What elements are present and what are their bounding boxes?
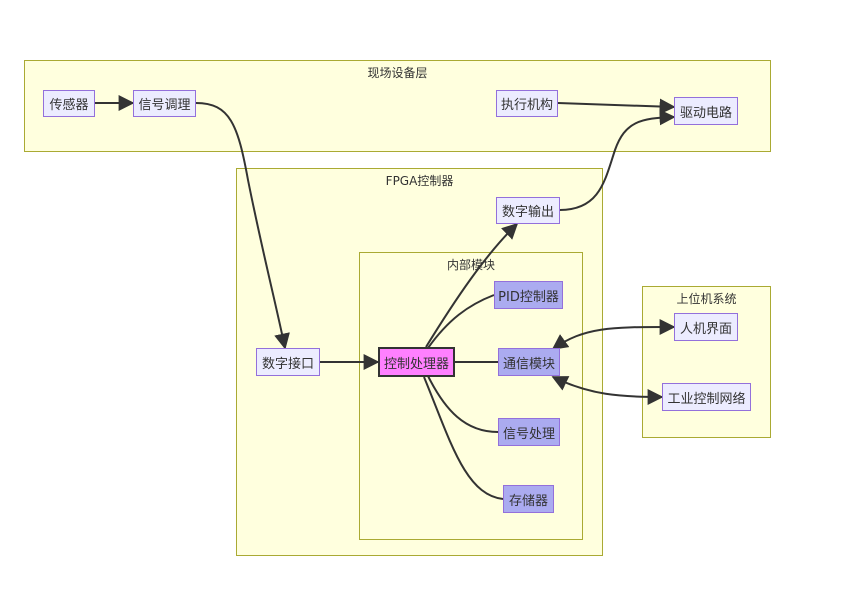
node-pid-controller[interactable]: PID控制器 <box>494 281 563 309</box>
edge-digital-output-to-driver <box>559 109 676 211</box>
cluster-field-layer-title: 现场设备层 <box>367 66 428 80</box>
node-storage[interactable]: 存储器 <box>503 485 554 513</box>
edge-conditioning-to-digital-interface <box>195 102 290 350</box>
edge-processor-to-signal-processing <box>427 375 499 433</box>
cluster-host-system: 上位机系统 <box>642 286 771 438</box>
node-digital-interface[interactable]: 数字接口 <box>256 348 320 376</box>
edge-comm-network-bidirectional <box>551 376 664 405</box>
edge-processor-to-digital-output <box>425 222 519 348</box>
node-comm-module[interactable]: 通信模块 <box>498 348 560 376</box>
edge-processor-to-storage <box>423 376 504 500</box>
node-driver-circuit[interactable]: 驱动电路 <box>674 97 738 125</box>
node-control-processor[interactable]: 控制处理器 <box>378 347 455 377</box>
node-hmi[interactable]: 人机界面 <box>674 313 738 341</box>
node-signal-processing[interactable]: 信号处理 <box>498 418 560 446</box>
node-signal-conditioning[interactable]: 信号调理 <box>133 90 196 117</box>
edge-processor-to-pid <box>427 294 495 349</box>
node-actuator[interactable]: 执行机构 <box>496 90 558 117</box>
cluster-fpga-controller-title: FPGA控制器 <box>385 174 454 188</box>
node-industrial-network[interactable]: 工业控制网络 <box>662 383 751 411</box>
edge-comm-hmi-bidirectional <box>551 318 676 350</box>
node-digital-output[interactable]: 数字输出 <box>496 197 560 224</box>
cluster-host-system-title: 上位机系统 <box>676 292 737 306</box>
edge-actuator-to-driver <box>557 98 676 115</box>
node-sensor[interactable]: 传感器 <box>43 90 95 117</box>
